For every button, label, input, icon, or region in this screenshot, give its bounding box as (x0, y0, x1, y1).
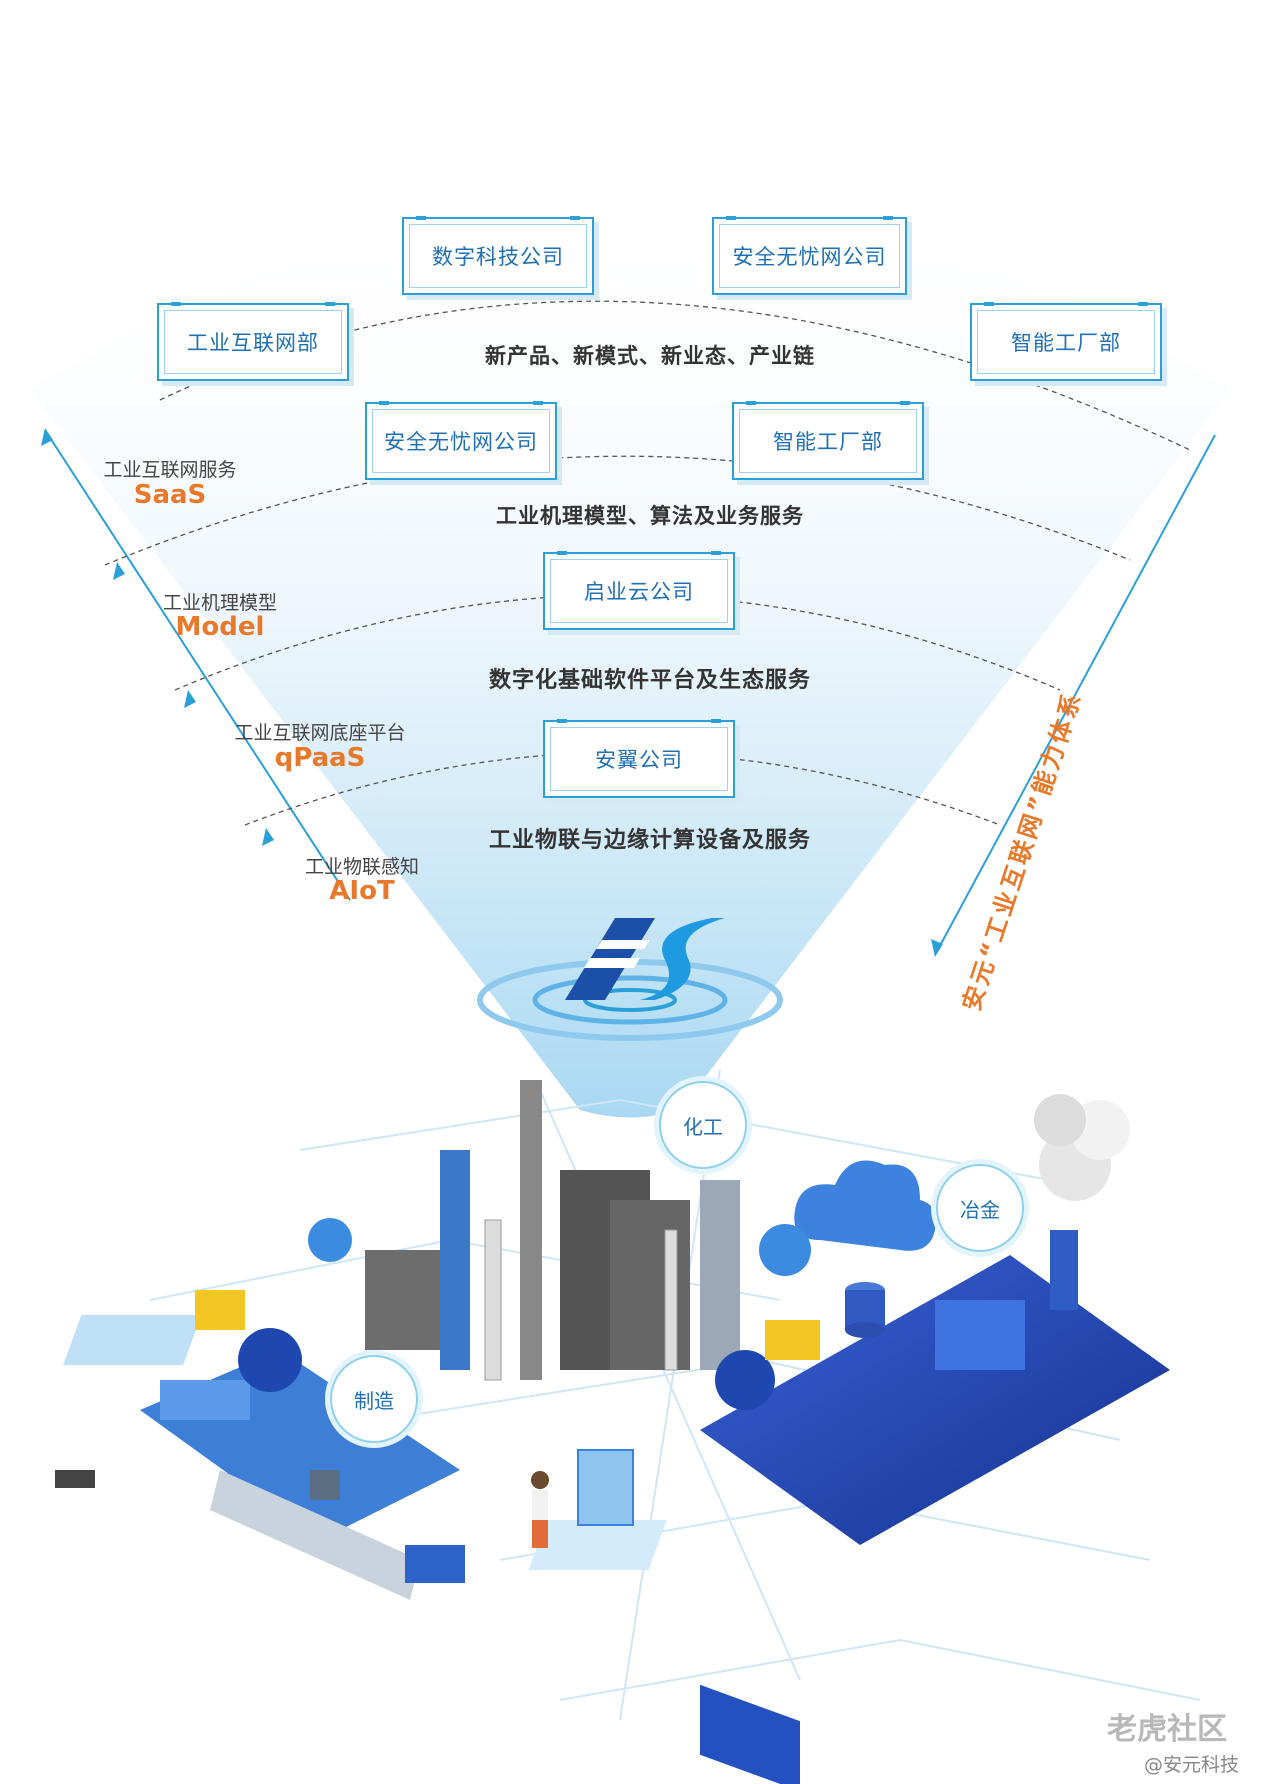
forklift-left (195, 1290, 245, 1330)
box-label: 启业云公司 (584, 580, 694, 604)
industry-manufacturing-badge: 制造 (330, 1355, 418, 1443)
chemical-plant (365, 1080, 740, 1381)
box-safety-net-l2: 安全无忧网公司 (365, 401, 557, 480)
left-arrow-3 (184, 690, 196, 708)
left-label-saas-cn: 工业互联网服务 (103, 459, 237, 481)
screen-panel (577, 1449, 634, 1526)
box-qiyeyun: 启业云公司 (543, 551, 735, 630)
manufacturing-line (55, 1350, 460, 1600)
dashboard-screen (700, 1684, 800, 1784)
layer-title-aiot: 工业物联与边缘计算设备及服务 (488, 828, 812, 853)
box-anyi: 安翼公司 (543, 719, 735, 798)
box-label: 智能工厂部 (773, 430, 883, 454)
box-smart-factory-l2: 智能工厂部 (732, 401, 924, 480)
box-label: 工业互联网部 (187, 331, 319, 355)
box-digital-tech: 数字科技公司 (402, 216, 594, 295)
gear-icon-mid (759, 1224, 811, 1276)
database-icon (845, 1282, 885, 1338)
gear-icon-left (238, 1328, 302, 1392)
gear-icon-right (715, 1350, 775, 1410)
forklift-right (765, 1320, 820, 1360)
left-label-paas-en: qPaaS (274, 743, 366, 773)
left-arrow-2 (113, 562, 125, 580)
left-label-aiot-cn: 工业物联感知 (304, 856, 420, 878)
logo-a-stripe2 (596, 940, 650, 949)
left-label-model-cn: 工业机理模型 (162, 592, 278, 614)
logo-a-stripe1 (584, 958, 640, 968)
box-label: 数字科技公司 (432, 245, 564, 269)
industry-chemical-badge: 化工 (659, 1081, 747, 1169)
metallurgy-platform (700, 1094, 1170, 1545)
industry-metallurgy-badge: 冶金 (936, 1164, 1024, 1252)
floor-tile-2 (528, 1520, 667, 1570)
fan-shape (30, 205, 1230, 1118)
left-edge-line (44, 429, 351, 901)
left-arrow-top (41, 428, 53, 446)
logo-ripple-inner (532, 975, 728, 1025)
arc-paas (244, 751, 1001, 826)
floor-tile-1 (63, 1315, 202, 1365)
industry-label: 制造 (354, 1388, 394, 1413)
industry-label: 化工 (683, 1114, 723, 1139)
logo-s-shape (640, 918, 725, 1000)
van-icon (405, 1545, 465, 1583)
watermark-main: 老虎社区 (1107, 1712, 1227, 1747)
layer-title-paas: 数字化基础软件平台及生态服务 (488, 668, 812, 693)
watermark-sub: @安元科技 (1143, 1754, 1239, 1776)
left-arrow-4 (262, 828, 274, 846)
left-label-paas-cn: 工业互联网底座平台 (234, 722, 406, 744)
left-label-model-en: Model (175, 612, 265, 642)
box-label: 智能工厂部 (1011, 331, 1121, 355)
right-arrow-bottom (931, 939, 943, 957)
box-label: 安翼公司 (595, 748, 683, 772)
box-label: 安全无忧网公司 (732, 245, 887, 269)
box-label: 安全无忧网公司 (384, 430, 538, 454)
cloud-icon (794, 1160, 936, 1251)
left-label-aiot-en: AIoT (329, 876, 395, 906)
arc-saas (104, 455, 1131, 566)
person-icon (531, 1471, 549, 1548)
arc-model (174, 594, 1061, 691)
gear-icon-top-left (308, 1218, 352, 1262)
layer-title-saas: 新产品、新模式、新业态、产业链 (485, 344, 815, 368)
left-label-saas-en: SaaS (133, 480, 207, 510)
box-industrial-internet-dept: 工业互联网部 (157, 302, 349, 381)
right-edge-line (934, 434, 1216, 956)
box-safety-net-top: 安全无忧网公司 (712, 216, 907, 295)
industry-label: 冶金 (960, 1197, 1000, 1222)
layer-title-model: 工业机理模型、算法及业务服务 (496, 504, 804, 528)
box-smart-factory-top: 智能工厂部 (970, 302, 1162, 381)
